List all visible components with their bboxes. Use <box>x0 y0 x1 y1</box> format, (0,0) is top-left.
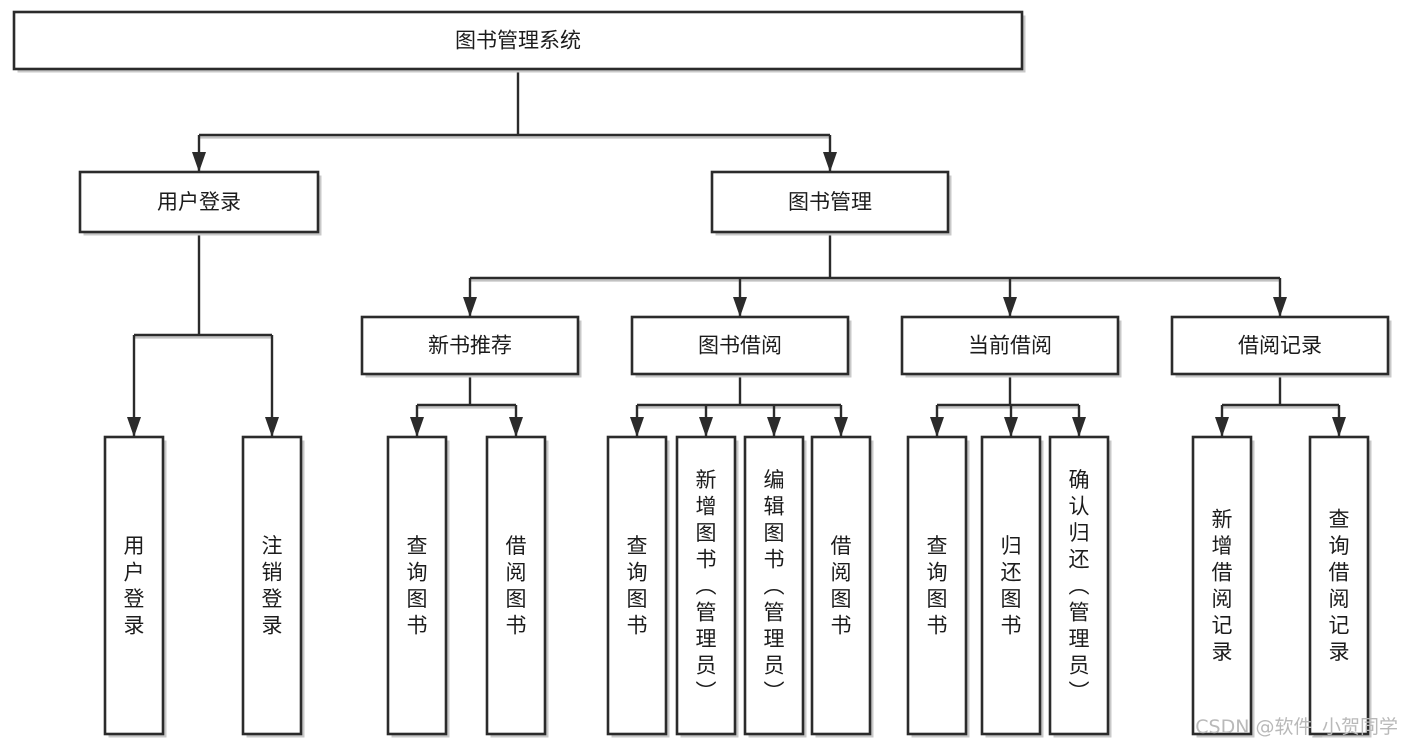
node-label: 借阅记录 <box>1238 334 1322 358</box>
node-label: 查询图书 <box>927 534 948 638</box>
node-leaf-borrow-book-1[interactable]: 借阅图书 <box>485 435 549 738</box>
arrow-head <box>930 417 944 437</box>
node-book-manage[interactable]: 图书管理 <box>710 170 952 236</box>
node-box[interactable] <box>900 315 1120 376</box>
node-book-borrow[interactable]: 图书借阅 <box>630 315 852 378</box>
node-box[interactable] <box>103 435 165 736</box>
node-box[interactable] <box>710 170 950 234</box>
node-box[interactable] <box>906 435 968 736</box>
node-leaf-add-record[interactable]: 新增借阅记录 <box>1191 435 1255 738</box>
node-box[interactable] <box>241 435 303 736</box>
node-label: 图书管理 <box>788 190 872 214</box>
node-layer: 图书管理系统用户登录图书管理新书推荐图书借阅当前借阅借阅记录用户登录注销登录查询… <box>12 10 1392 738</box>
node-label: 图书管理系统 <box>455 29 581 53</box>
arrow-head <box>127 417 141 437</box>
arrow-head <box>1003 297 1017 317</box>
node-user-login[interactable]: 用户登录 <box>78 170 322 236</box>
node-label: 当前借阅 <box>968 334 1052 358</box>
arrow-head <box>733 297 747 317</box>
node-box[interactable] <box>630 315 850 376</box>
node-box[interactable] <box>485 435 547 736</box>
node-label: 图书借阅 <box>698 334 782 358</box>
node-leaf-query-record[interactable]: 查询借阅记录 <box>1308 435 1372 738</box>
arrow-head <box>1332 417 1346 437</box>
arrow-head <box>1215 417 1229 437</box>
node-box[interactable] <box>78 170 320 234</box>
node-box[interactable] <box>1048 435 1110 736</box>
node-box[interactable] <box>675 435 737 736</box>
node-label: 用户登录 <box>124 534 145 638</box>
arrow-head <box>823 152 837 172</box>
node-label: 编辑图书︵管理员︶ <box>764 468 785 704</box>
connector-layer <box>127 69 1346 437</box>
arrow-head <box>767 417 781 437</box>
node-label: 归还图书 <box>1001 534 1022 638</box>
arrow-head <box>192 152 206 172</box>
arrow-head <box>265 417 279 437</box>
arrow-head <box>699 417 713 437</box>
arrow-head <box>509 417 523 437</box>
node-box[interactable] <box>12 10 1024 71</box>
node-label: 查询图书 <box>627 534 648 638</box>
node-box[interactable] <box>810 435 872 736</box>
node-box[interactable] <box>606 435 668 736</box>
node-label: 新书推荐 <box>428 334 512 358</box>
node-leaf-edit-book[interactable]: 编辑图书︵管理员︶ <box>743 435 807 738</box>
csdn-watermark: CSDN @软件_小贺同学 <box>1195 716 1398 738</box>
node-leaf-confirm-return[interactable]: 确认归还︵管理员︶ <box>1048 435 1112 738</box>
node-leaf-user-login[interactable]: 用户登录 <box>103 435 167 738</box>
node-leaf-logout[interactable]: 注销登录 <box>241 435 305 738</box>
node-root[interactable]: 图书管理系统 <box>12 10 1026 73</box>
node-label: 新增借阅记录 <box>1212 508 1233 665</box>
node-box[interactable] <box>1308 435 1370 736</box>
node-label: 借阅图书 <box>831 534 852 638</box>
node-box[interactable] <box>980 435 1042 736</box>
node-leaf-add-book[interactable]: 新增图书︵管理员︶ <box>675 435 739 738</box>
node-current-borrow[interactable]: 当前借阅 <box>900 315 1122 378</box>
node-leaf-query-book-3[interactable]: 查询图书 <box>906 435 970 738</box>
node-label: 借阅图书 <box>506 534 527 638</box>
node-box[interactable] <box>386 435 448 736</box>
node-box[interactable] <box>743 435 805 736</box>
node-label: 用户登录 <box>157 190 241 214</box>
arrow-head <box>410 417 424 437</box>
node-borrow-record[interactable]: 借阅记录 <box>1170 315 1392 378</box>
node-label: 新增图书︵管理员︶ <box>696 468 717 704</box>
arrow-head <box>834 417 848 437</box>
node-box[interactable] <box>1170 315 1390 376</box>
node-box[interactable] <box>1191 435 1253 736</box>
node-label: 确认归还︵管理员︶ <box>1069 468 1090 704</box>
node-leaf-return-book[interactable]: 归还图书 <box>980 435 1044 738</box>
arrow-head <box>1004 417 1018 437</box>
node-label: 查询借阅记录 <box>1329 508 1350 665</box>
arrow-head <box>630 417 644 437</box>
node-box[interactable] <box>360 315 580 376</box>
node-new-book-rec[interactable]: 新书推荐 <box>360 315 582 378</box>
node-label: 注销登录 <box>262 534 283 638</box>
arrow-head <box>463 297 477 317</box>
arrow-head <box>1072 417 1086 437</box>
node-label: 查询图书 <box>407 534 428 638</box>
node-leaf-borrow-book-2[interactable]: 借阅图书 <box>810 435 874 738</box>
arrow-head <box>1273 297 1287 317</box>
node-leaf-query-book-2[interactable]: 查询图书 <box>606 435 670 738</box>
node-leaf-query-book-1[interactable]: 查询图书 <box>386 435 450 738</box>
